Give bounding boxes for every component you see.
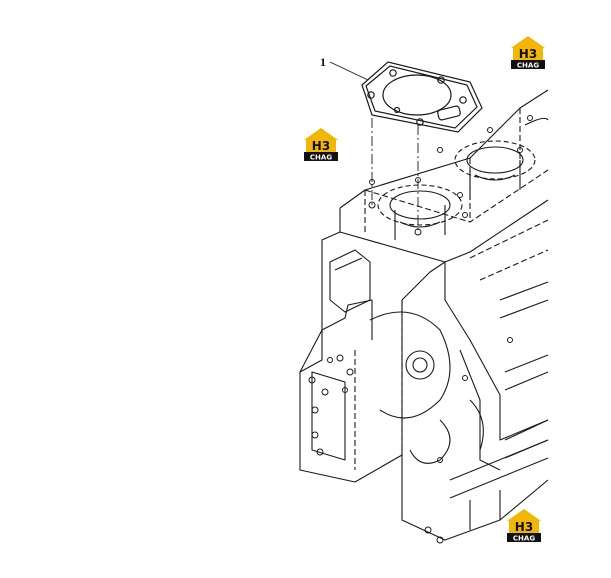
logo-sub-text: CHAG: [310, 154, 332, 162]
watermark-logo: H3 CHAG: [304, 128, 338, 162]
callout-label: 1: [320, 55, 326, 69]
engine-block: [299, 89, 549, 541]
logo-main-text: H3: [312, 139, 330, 153]
logo-roof: [507, 509, 541, 521]
logo-main-text: H3: [515, 520, 533, 534]
logo-roof: [304, 128, 338, 140]
logo-roof: [511, 36, 545, 48]
cylinder-head-gasket[interactable]: [361, 61, 483, 133]
logo-main-text: H3: [519, 47, 537, 61]
watermark-logo: H3 CHAG: [511, 36, 545, 70]
watermark-logo: H3 CHAG: [507, 509, 541, 543]
logo-sub-text: CHAG: [513, 535, 535, 543]
callout-1: 1: [320, 55, 369, 81]
logo-sub-text: CHAG: [517, 62, 539, 70]
